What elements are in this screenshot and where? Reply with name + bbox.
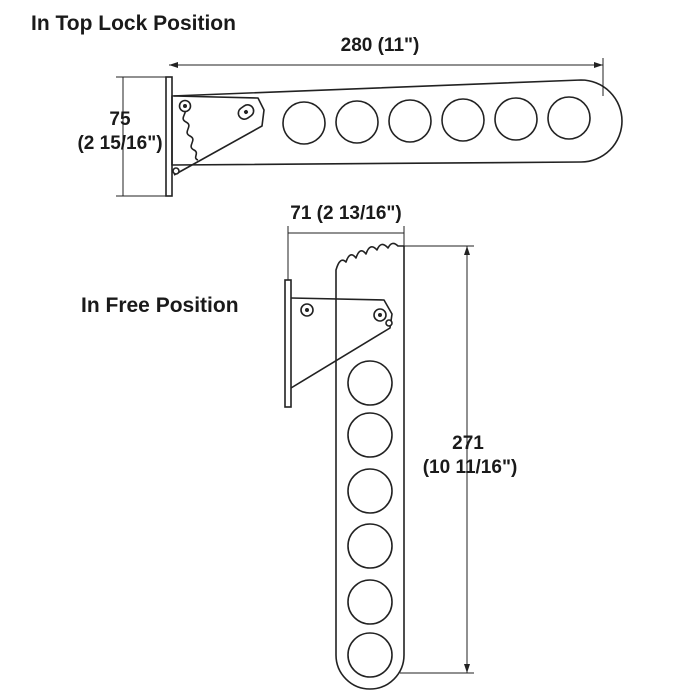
top-lock-drawing [116, 58, 623, 197]
top-screw-dot-left [183, 104, 187, 108]
top-bracket [173, 95, 265, 176]
top-length-label: 280 (11") [340, 35, 420, 56]
free-length-mm-label: 271 [452, 433, 484, 454]
free-rail-body [335, 242, 405, 690]
top-height-in-label: (2 15/16") [77, 133, 163, 154]
top-hole-2 [335, 100, 379, 144]
free-hole-2 [347, 412, 393, 458]
top-rail-body [171, 79, 623, 166]
free-width-label: 71 (2 13/16") [290, 203, 402, 224]
free-pivot-icon [385, 319, 393, 327]
top-hole-3 [388, 99, 432, 143]
free-length-arrow-bottom [464, 664, 470, 673]
top-length-arrow-right [594, 62, 603, 68]
free-bracket [290, 297, 393, 389]
top-hole-5 [494, 97, 538, 141]
top-hole-4 [441, 98, 485, 142]
top-bracket-teeth [182, 107, 199, 161]
free-hole-1 [347, 360, 393, 406]
heading-free: In Free Position [81, 294, 239, 317]
free-wall-plate [284, 279, 292, 408]
free-hole-4 [347, 523, 393, 569]
top-height-mm-label: 75 [109, 109, 131, 130]
free-length-in-label: (10 11/16") [422, 457, 518, 478]
free-hole-3 [347, 468, 393, 514]
free-hole-6 [347, 632, 393, 678]
top-pivot-icon [172, 167, 180, 175]
heading-top-lock: In Top Lock Position [31, 12, 236, 35]
free-length-arrow-top [464, 246, 470, 255]
top-length-arrow-left [169, 62, 178, 68]
free-hole-5 [347, 579, 393, 625]
top-hole-1 [282, 101, 326, 145]
top-hole-6 [547, 96, 591, 140]
free-screw-dot-left [305, 308, 309, 312]
top-slot-screw-icon [237, 104, 255, 120]
free-drawing [284, 226, 474, 690]
free-screw-dot-right [378, 313, 382, 317]
